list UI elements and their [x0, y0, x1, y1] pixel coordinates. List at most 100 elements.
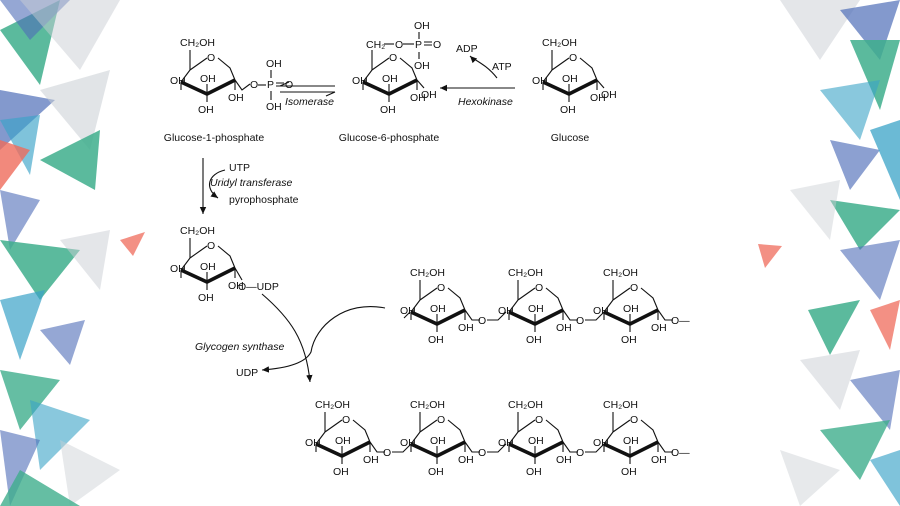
- hydroxyl-c3: OH: [526, 334, 542, 346]
- ring-oxygen: O: [207, 52, 215, 64]
- decorative-triangle: [30, 400, 90, 470]
- ring-oxygen: O: [535, 414, 543, 426]
- hydroxyl-c3-up: OH: [623, 303, 639, 315]
- glycosidic-oxygen: O: [478, 447, 486, 459]
- decorative-triangle: [0, 470, 80, 506]
- phosphate-hydroxyl-bottom: OH: [414, 60, 430, 72]
- ch2oh-group: CH₂OH: [410, 267, 445, 279]
- hydroxyl-c3-up: OH: [335, 435, 351, 447]
- glycosidic-oxygen: O: [576, 447, 584, 459]
- hexokinase-label: Hexokinase: [458, 96, 513, 108]
- decorative-triangle: [870, 450, 900, 506]
- udp-label: UDP: [236, 367, 258, 379]
- hydroxyl-c2: OH: [458, 322, 474, 334]
- ch2oh-group: CH₂OH: [508, 399, 543, 411]
- decorative-triangle: [0, 290, 45, 360]
- ch2oh-group: CH₂OH: [542, 37, 577, 49]
- decorative-triangle: [790, 180, 840, 240]
- hydroxyl-c4: OH: [400, 437, 416, 449]
- hydroxyl-c3-up: OH: [528, 435, 544, 447]
- ch2-group: CH₂: [366, 39, 385, 51]
- ring-oxygen: O: [437, 282, 445, 294]
- decorative-triangle: [780, 0, 860, 60]
- decorative-triangle: [20, 0, 120, 70]
- ring-oxygen: O: [535, 282, 543, 294]
- decorative-triangle: [120, 232, 145, 256]
- ring-oxygen: O: [207, 240, 215, 252]
- hydroxyl-c4: OH: [170, 75, 186, 87]
- phosphate-hydroxyl-top: OH: [414, 20, 430, 32]
- decorative-triangle: [830, 200, 900, 250]
- hydroxyl-c3-up: OH: [623, 435, 639, 447]
- hydroxyl-c3: OH: [380, 104, 396, 116]
- hydroxyl-c2: OH: [651, 454, 667, 466]
- adp-label: ADP: [456, 43, 478, 55]
- hydroxyl-c3: OH: [621, 334, 637, 346]
- glucose-6-phosphate-name: Glucose-6-phosphate: [339, 132, 440, 144]
- glycosidic-oxygen: O: [383, 447, 391, 459]
- ch2oh-group: CH₂OH: [603, 267, 638, 279]
- decorative-triangle: [60, 440, 120, 506]
- hydroxyl-c4: OH: [498, 305, 514, 317]
- phosphate-hydroxyl-top: OH: [266, 58, 282, 70]
- ch2oh-group: CH₂OH: [180, 37, 215, 49]
- hydroxyl-c3-up: OH: [562, 73, 578, 85]
- ring-oxygen: O: [630, 414, 638, 426]
- hydroxyl-c3-up: OH: [430, 435, 446, 447]
- decorative-triangle: [60, 230, 110, 290]
- hydroxyl-c3: OH: [428, 466, 444, 478]
- glucose-name: Glucose: [551, 132, 590, 144]
- decorative-triangle: [40, 130, 100, 190]
- hydroxyl-c3-up: OH: [430, 303, 446, 315]
- hydroxyl-c2: OH: [363, 454, 379, 466]
- ester-oxygen: O: [395, 39, 403, 51]
- hydroxyl-c1: OH: [601, 89, 617, 101]
- isomerase-arrows: [279, 81, 336, 97]
- hydroxyl-c3: OH: [560, 104, 576, 116]
- hydroxyl-c2: OH: [651, 322, 667, 334]
- hydroxyl-c3: OH: [333, 466, 349, 478]
- utp-label: UTP: [229, 162, 250, 174]
- hydroxyl-c4: OH: [170, 263, 186, 275]
- hydroxyl-c3: OH: [428, 334, 444, 346]
- phosphorus: P: [415, 39, 422, 51]
- decorative-triangle: [820, 80, 880, 140]
- decorative-triangle: [870, 120, 900, 200]
- uridyl-transferase-arrow: [199, 158, 226, 214]
- hydroxyl-c3-up: OH: [528, 303, 544, 315]
- udp-substituent: O—UDP: [238, 281, 279, 293]
- hydroxyl-c3-up: OH: [200, 261, 216, 273]
- decorative-triangle: [0, 240, 80, 300]
- decorative-triangle: [0, 430, 40, 506]
- phosphorus: P: [267, 79, 274, 91]
- uridyl-transferase-label: Uridyl transferase: [210, 177, 292, 189]
- phosphate-double-oxygen: O: [433, 39, 441, 51]
- isomerase-label: Isomerase: [285, 96, 334, 108]
- hydroxyl-c4: OH: [352, 75, 368, 87]
- ch2oh-group: CH₂OH: [508, 267, 543, 279]
- hydroxyl-c3: OH: [621, 466, 637, 478]
- hydroxyl-c4: OH: [593, 437, 609, 449]
- hydroxyl-c2: OH: [458, 454, 474, 466]
- ch2oh-group: CH₂OH: [603, 399, 638, 411]
- decorative-triangle: [40, 70, 110, 150]
- hydroxyl-c4: OH: [498, 437, 514, 449]
- hydroxyl-c2: OH: [410, 92, 426, 104]
- glycogen-synthase-arrows: [261, 293, 386, 383]
- decorative-triangle: [0, 115, 40, 175]
- phosphate-double-oxygen: O: [285, 79, 293, 91]
- ring-oxygen: O: [437, 414, 445, 426]
- ring-oxygen: O: [389, 52, 397, 64]
- hydroxyl-c3: OH: [198, 104, 214, 116]
- ring-oxygen: O: [630, 282, 638, 294]
- hydroxyl-c3-up: OH: [200, 73, 216, 85]
- decorative-triangle: [840, 240, 900, 300]
